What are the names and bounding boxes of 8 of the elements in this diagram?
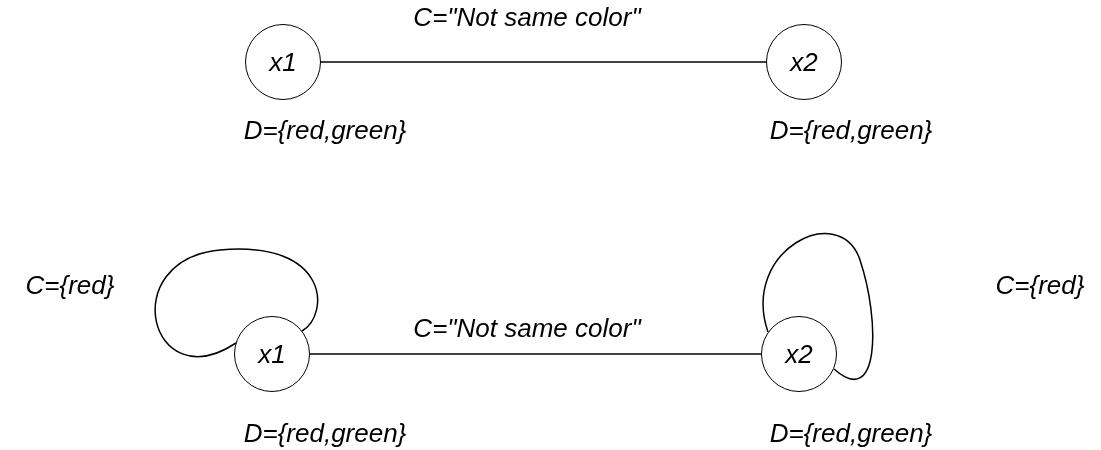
connector-line	[320, 61, 767, 63]
domain-label: D={red,green}	[243, 117, 407, 143]
self-loop	[762, 233, 874, 381]
connector-line	[309, 353, 762, 355]
domain-label: D={red,green}	[769, 117, 933, 143]
domain-label: D={red,green}	[243, 420, 407, 446]
domain-label: D={red,green}	[769, 420, 933, 446]
self-loop	[154, 248, 319, 358]
